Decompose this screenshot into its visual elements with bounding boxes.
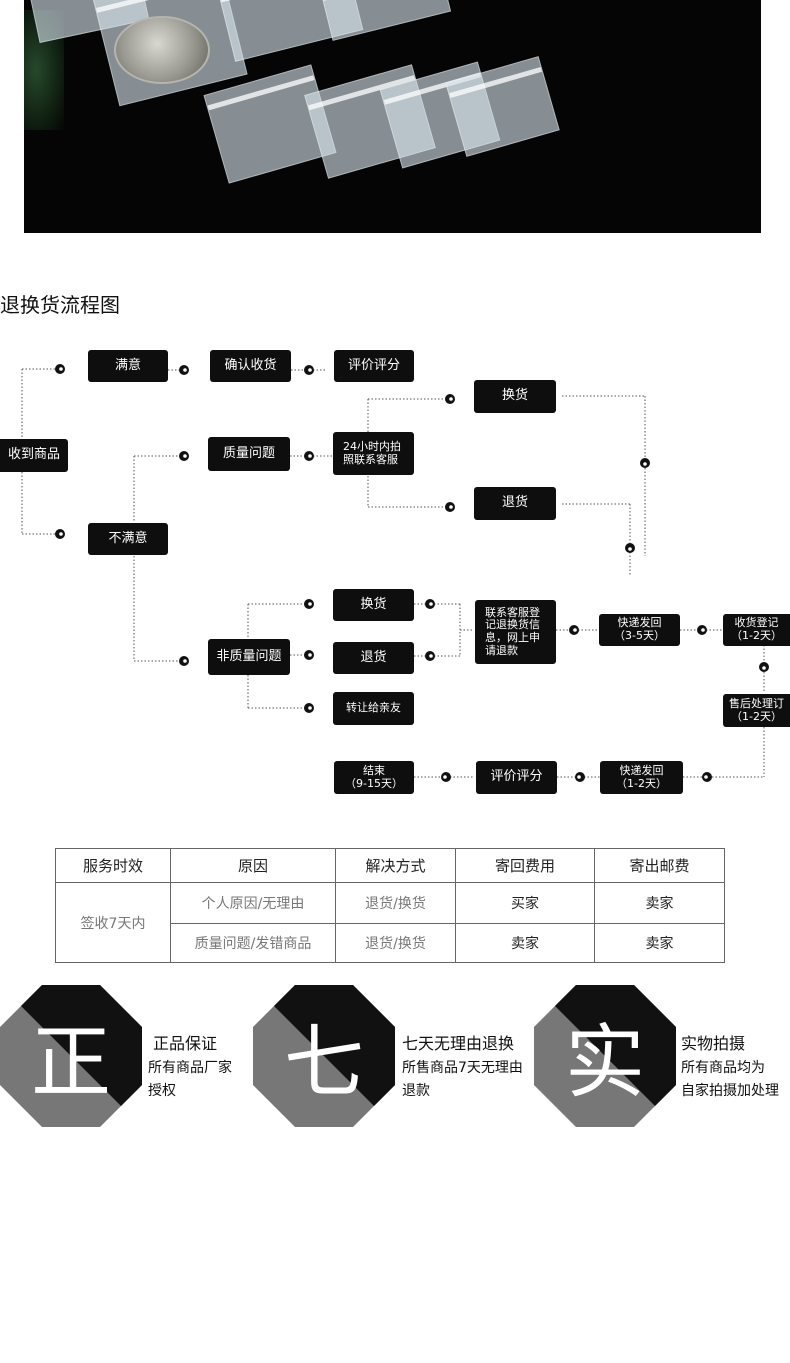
- cell-reason: 质量问题/发错商品: [170, 923, 336, 963]
- node-quality-issue: 质量问题: [208, 437, 290, 471]
- octagon-icon: [0, 985, 142, 1127]
- guarantee-char: 正: [31, 1016, 111, 1109]
- node-non-quality: 非质量问题: [208, 639, 290, 675]
- node-receive-register: 收货登记 （1-2天）: [723, 614, 790, 646]
- cell-period: 签收7天内: [55, 882, 171, 963]
- header-ship-fee: 寄出邮费: [594, 848, 725, 883]
- guarantee-char: 实: [565, 1016, 645, 1109]
- guarantee-title: 正品保证: [153, 1034, 218, 1053]
- octagon-icon: [253, 985, 395, 1127]
- cell-return-fee: 买家: [455, 882, 595, 924]
- table-row: 签收7天内 个人原因/无理由 退货/换货 买家 卖家: [55, 882, 725, 963]
- node-ship-out: 快递发回 （1-2天）: [600, 761, 683, 794]
- node-rate-bottom: 评价评分: [476, 761, 557, 794]
- coin: [114, 16, 210, 84]
- header-solution: 解决方式: [335, 848, 456, 883]
- node-exchange-mid: 换货: [333, 589, 414, 621]
- guarantee-seven-day-badge: 七: [253, 985, 395, 1127]
- octagon-icon: [534, 985, 676, 1127]
- header-return-fee: 寄回费用: [455, 848, 595, 883]
- cell-solution: 退货/换货: [335, 923, 456, 963]
- table-header-row: 服务时效 原因 解决方式 寄回费用 寄出邮费: [55, 848, 725, 883]
- node-transfer: 转让给亲友: [333, 692, 414, 725]
- node-return-mid: 退货: [333, 642, 414, 674]
- node-contact-register: 联系客服登 记退换货信 息，网上申 请退款: [475, 600, 556, 664]
- return-policy-table: 服务时效 原因 解决方式 寄回费用 寄出邮费 签收7天内 个人原因/无理由 退货…: [55, 848, 725, 963]
- node-exchange-top: 换货: [474, 380, 556, 413]
- cell-solution: 退货/换货: [335, 882, 456, 924]
- guarantee-desc: 所有商品均为 自家拍摄加处理: [681, 1060, 779, 1099]
- return-flowchart: 收到商品 满意 确认收货 评价评分 不满意 质量问题 24小时内拍 照联系客服 …: [0, 350, 790, 794]
- node-unsatisfied: 不满意: [88, 523, 168, 555]
- node-contact-24h: 24小时内拍 照联系客服: [333, 432, 414, 475]
- node-ship-back: 快递发回 （3-5天）: [599, 614, 680, 646]
- guarantee-genuine-badge: 正: [0, 985, 142, 1127]
- cell-ship-fee: 卖家: [594, 882, 725, 924]
- node-after-sale: 售后处理订 （1-2天）: [723, 694, 790, 727]
- section-title: 退换货流程图: [0, 293, 120, 317]
- node-satisfied: 满意: [88, 350, 168, 382]
- cell-ship-fee: 卖家: [594, 923, 725, 963]
- guarantee-title: 实物拍摄: [681, 1034, 746, 1053]
- header-period: 服务时效: [55, 848, 171, 883]
- guarantee-title: 七天无理由退换: [402, 1034, 515, 1053]
- product-photo: [24, 0, 761, 233]
- table-row: 质量问题/发错商品 退货/换货 卖家 卖家: [56, 923, 725, 963]
- guarantee-desc: 所售商品7天无理由 退款: [402, 1060, 523, 1099]
- node-end: 结束 （9-15天）: [334, 761, 414, 794]
- node-return-top: 退货: [474, 487, 556, 520]
- node-receive: 收到商品: [0, 439, 68, 472]
- cell-return-fee: 卖家: [455, 923, 595, 963]
- node-confirm-receipt: 确认收货: [210, 350, 291, 382]
- node-rate-top: 评价评分: [334, 350, 414, 382]
- guarantee-desc: 所有商品厂家 授权: [148, 1060, 232, 1099]
- cell-reason: 个人原因/无理由: [170, 882, 336, 924]
- guarantee-real-photo-badge: 实: [534, 985, 676, 1127]
- guarantee-char: 七: [284, 1016, 364, 1109]
- header-reason: 原因: [170, 848, 336, 883]
- flow-connectors: [21, 364, 769, 782]
